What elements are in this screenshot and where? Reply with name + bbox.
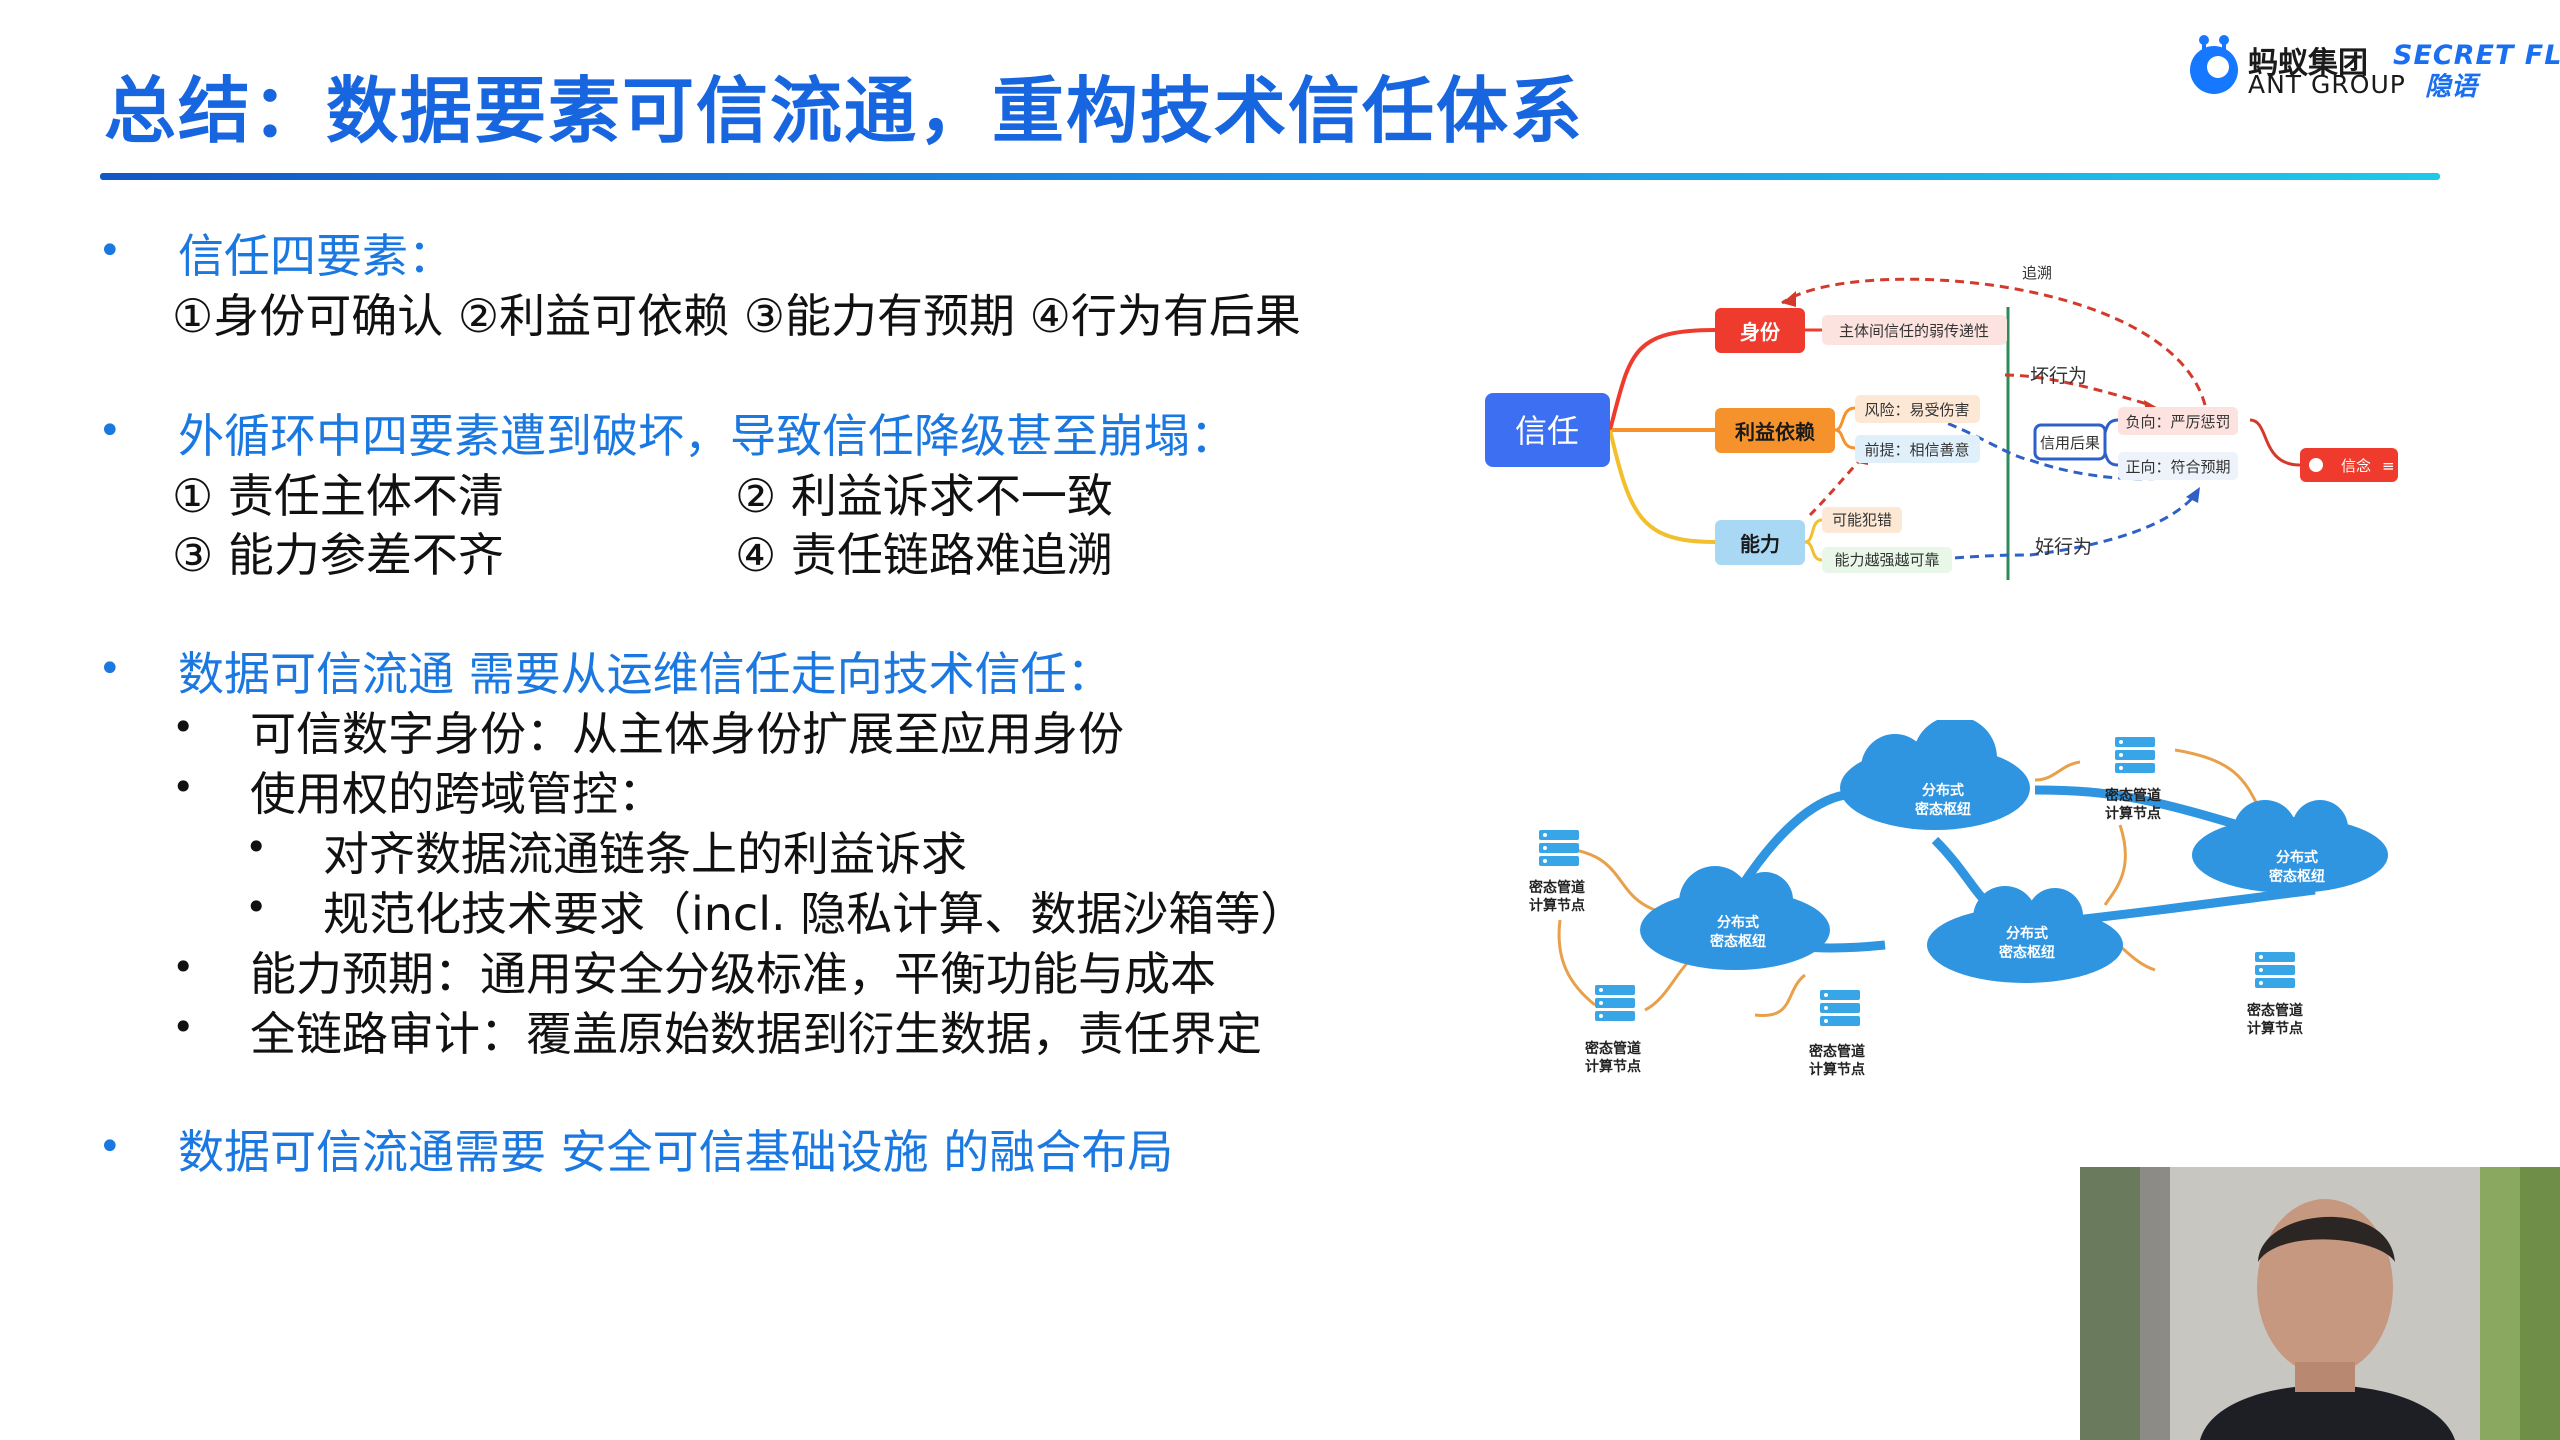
- svg-text:密态管道: 密态管道: [1584, 1040, 1641, 1057]
- svg-text:密态管道: 密态管道: [1528, 879, 1585, 896]
- issue-item: ③ 能力参差不齐: [172, 528, 504, 582]
- svg-text:分布式: 分布式: [2006, 925, 2048, 942]
- issue-item: ② 利益诉求不一致: [735, 469, 1113, 523]
- bullet-dot: •: [98, 646, 122, 692]
- cloud-hub: 分布式 密态枢纽: [1927, 886, 2123, 983]
- svg-text:密态枢纽: 密态枢纽: [1709, 933, 1766, 950]
- section-heading-outer-loop: 外循环中四要素遭到破坏，导致信任降级甚至崩塌：: [178, 409, 1236, 463]
- section-heading-trust-elements: 信任四要素：: [178, 229, 454, 283]
- secretflow-cn-text: 隐语: [2425, 72, 2478, 102]
- compute-node: 密态管道 计算节点: [2246, 952, 2303, 1037]
- svg-text:计算节点: 计算节点: [1809, 1061, 1865, 1078]
- belief-node: 信念: [2341, 457, 2371, 475]
- section-heading-tech-trust: 数据可信流通 需要从运维信任走向技术信任：: [178, 647, 1113, 701]
- tech-trust-subitem: 对齐数据流通链条上的利益诉求: [323, 827, 967, 881]
- label-bad-behavior: 坏行为: [2030, 365, 2087, 387]
- branch-identity: 身份: [1740, 320, 1781, 344]
- label-trace: 追溯: [2022, 264, 2052, 282]
- sub-bullet-dot: •: [172, 945, 195, 989]
- secure-network-diagram: 分布式 密态枢纽 分布式 密态枢纽 分布式 密态枢纽 分布式 密态枢纽 密态管道…: [1528, 720, 2388, 1078]
- mindmap-root: 信任: [1515, 412, 1579, 450]
- label-good-behavior: 好行为: [2035, 536, 2092, 558]
- svg-text:计算节点: 计算节点: [2247, 1020, 2303, 1037]
- credit-outcome: 信用后果: [2040, 434, 2100, 452]
- svg-text:计算节点: 计算节点: [2105, 805, 2161, 822]
- branch-interest: 利益依赖: [1735, 420, 1815, 444]
- positive-outcome: 正向：符合预期: [2125, 458, 2230, 476]
- presenter-video: [2080, 1167, 2560, 1440]
- compute-node: 密态管道 计算节点: [1528, 830, 1585, 914]
- negative-outcome: 负向：严厉惩罚: [2125, 413, 2230, 431]
- leaf-interest-premise: 前提：相信善意: [1864, 441, 1969, 459]
- tech-trust-item: 可信数字身份：从主体身份扩展至应用身份: [250, 707, 1124, 761]
- branch-ability: 能力: [1740, 532, 1780, 556]
- sub-bullet-dot: •: [172, 1005, 195, 1049]
- svg-text:密态枢纽: 密态枢纽: [2268, 868, 2325, 885]
- bullet-dot: •: [98, 408, 122, 454]
- sub-sub-bullet-dot: •: [245, 825, 268, 869]
- svg-text:密态管道: 密态管道: [1808, 1043, 1865, 1060]
- trust-elements-line: ①身份可确认 ②利益可依赖 ③能力有预期 ④行为有后果: [172, 289, 1301, 343]
- compute-node: 密态管道 计算节点: [1808, 990, 1865, 1078]
- svg-text:密态枢纽: 密态枢纽: [1998, 944, 2055, 961]
- tech-trust-item: 能力预期：通用安全分级标准，平衡功能与成本: [250, 947, 1216, 1001]
- sub-bullet-dot: •: [172, 705, 195, 749]
- svg-text:计算节点: 计算节点: [1585, 1058, 1641, 1075]
- svg-text:密态管道: 密态管道: [2104, 787, 2161, 804]
- svg-text:分布式: 分布式: [1717, 914, 1759, 931]
- cloud-hub: 分布式 密态枢纽: [1840, 720, 2030, 830]
- tech-trust-subitem: 规范化技术要求（incl. 隐私计算、数据沙箱等）: [323, 887, 1307, 941]
- leaf-interest-risk: 风险：易受伤害: [1864, 401, 1969, 419]
- bullet-dot: •: [98, 1124, 122, 1170]
- svg-text:计算节点: 计算节点: [1529, 897, 1585, 914]
- svg-text:分布式: 分布式: [1922, 782, 1964, 799]
- ant-group-logo-icon: [2190, 35, 2238, 94]
- compute-node: 密态管道 计算节点: [1584, 985, 1641, 1075]
- ant-group-en-name: ANT GROUP: [2248, 70, 2406, 99]
- leaf-ability-mistake: 可能犯错: [1832, 511, 1892, 529]
- svg-text:密态枢纽: 密态枢纽: [1914, 801, 1971, 818]
- issue-item: ④ 责任链路难追溯: [735, 528, 1113, 582]
- leaf-ability-reliable: 能力越强越可靠: [1834, 551, 1939, 569]
- slide-title: 总结：数据要素可信流通，重构技术信任体系: [104, 69, 1585, 153]
- menu-icon: ≡: [2382, 457, 2395, 475]
- cloud-hub: 分布式 密态枢纽: [2192, 800, 2388, 893]
- sub-sub-bullet-dot: •: [245, 885, 268, 929]
- tech-trust-item: 全链路审计：覆盖原始数据到衍生数据，责任界定: [250, 1007, 1262, 1061]
- bullet-dot: •: [98, 228, 122, 274]
- svg-text:分布式: 分布式: [2276, 849, 2318, 866]
- presenter-icon: [2080, 1167, 2560, 1440]
- title-underline: [100, 173, 2440, 180]
- sub-bullet-dot: •: [172, 765, 195, 809]
- trust-mindmap-diagram: 信任 身份 利益依赖 能力 主体间信任的弱传递性 风险：易受伤害 前提：相信善意…: [1485, 264, 2398, 580]
- ant-group-cn-name: 蚂蚁集团: [2248, 46, 2368, 81]
- tech-trust-item: 使用权的跨域管控：: [250, 767, 664, 821]
- issue-item: ① 责任主体不清: [172, 469, 504, 523]
- secretflow-logo-text: SECRET FLOW: [2393, 40, 2560, 71]
- compute-node: 密态管道 计算节点: [2104, 737, 2161, 822]
- section-heading-infrastructure: 数据可信流通需要 安全可信基础设施 的融合布局: [178, 1125, 1174, 1179]
- cloud-hub: 分布式 密态枢纽: [1640, 866, 1830, 970]
- leaf-identity: 主体间信任的弱传递性: [1839, 322, 1989, 340]
- svg-text:密态管道: 密态管道: [2246, 1002, 2303, 1019]
